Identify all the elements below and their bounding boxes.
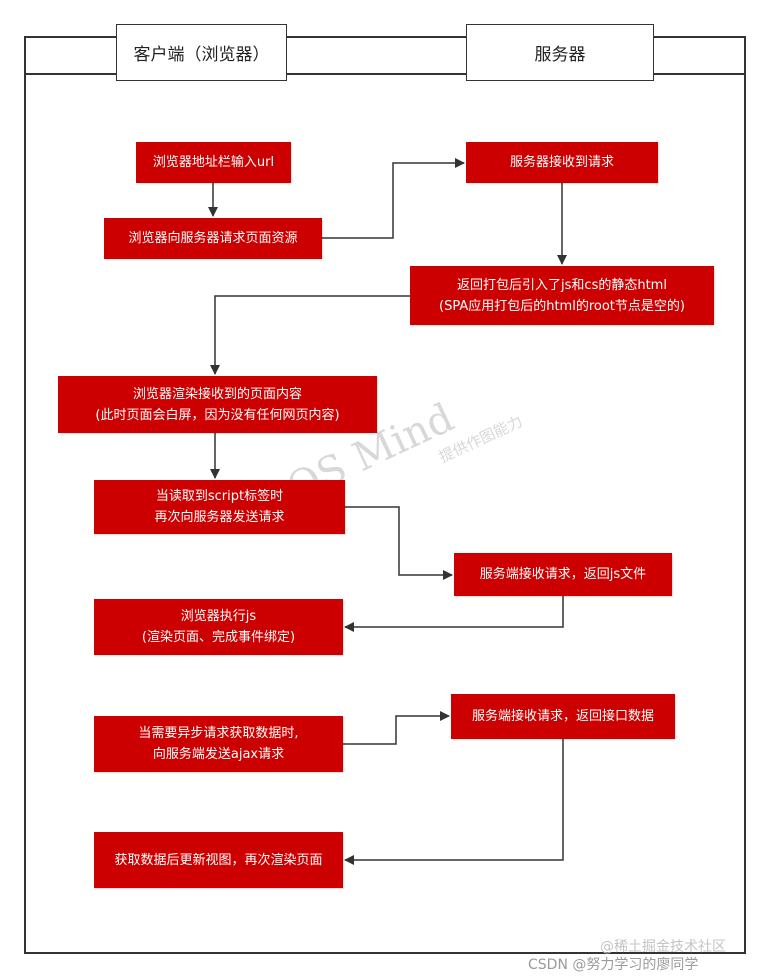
node-update-view-rerender-line1: 获取数据后更新视图，再次渲染页面: [114, 852, 323, 868]
node-render-received-content-line2: (此时页面会白屏，因为没有任何网页内容): [95, 407, 340, 423]
node-read-script-tag: 当读取到script标签时 再次向服务器发送请求: [94, 480, 345, 534]
node-server-return-api-data-line1: 服务端接收请求，返回接口数据: [471, 709, 654, 724]
arrow-n10-n11: [344, 739, 564, 865]
node-server-receive-request-line1: 服务器接收到请求: [509, 155, 614, 170]
node-server-receive-request: 服务器接收到请求: [466, 142, 658, 183]
arrow-n7-n8: [344, 596, 564, 632]
node-read-script-tag-line1: 当读取到script标签时: [155, 489, 284, 504]
node-update-view-rerender: 获取数据后更新视图，再次渲染页面: [94, 832, 343, 888]
node-enter-url: 浏览器地址栏输入url: [136, 142, 291, 183]
arrow-n9-n10: [343, 711, 450, 745]
swimlane-header-divider: [24, 73, 746, 75]
lane-header-server: 服务器: [466, 24, 654, 81]
arrow-n4-n5: [210, 295, 410, 375]
node-server-return-api-data: 服务端接收请求，返回接口数据: [451, 694, 675, 739]
node-async-ajax-request: 当需要异步请求获取数据时, 向服务端发送ajax请求: [94, 716, 343, 772]
arrow-n2-n3: [322, 158, 465, 239]
node-request-page-resources-line1: 浏览器向服务器请求页面资源: [128, 231, 298, 246]
node-return-static-html: 返回打包后引入了js和cs的静态html (SPA应用打包后的html的root…: [410, 266, 714, 325]
node-return-static-html-line2: (SPA应用打包后的html的root节点是空的): [439, 298, 685, 314]
node-render-received-content-line1: 浏览器渲染接收到的页面内容: [132, 386, 302, 402]
swimlane-frame: [24, 36, 746, 954]
node-async-ajax-request-line1: 当需要异步请求获取数据时,: [138, 726, 299, 741]
node-return-static-html-line1: 返回打包后引入了js和cs的静态html: [457, 277, 667, 293]
node-browser-execute-js: 浏览器执行js (渲染页面、完成事件绑定): [94, 599, 343, 655]
node-browser-execute-js-line2: (渲染页面、完成事件绑定): [141, 630, 296, 645]
credit-juejin: @稀土掘金技术社区: [600, 939, 726, 955]
lane-header-client: 客户端（浏览器）: [116, 24, 287, 81]
arrow-n6-n7: [345, 506, 453, 580]
node-async-ajax-request-line2: 向服务端发送ajax请求: [152, 747, 285, 762]
node-read-script-tag-line2: 再次向服务器发送请求: [154, 510, 285, 525]
node-enter-url-line1: 浏览器地址栏输入url: [152, 155, 275, 170]
node-render-received-content: 浏览器渲染接收到的页面内容 (此时页面会白屏，因为没有任何网页内容): [58, 376, 377, 433]
node-server-return-js-line1: 服务端接收请求，返回js文件: [479, 567, 647, 582]
node-browser-execute-js-line1: 浏览器执行js: [180, 609, 257, 624]
lane-header-server-label: 服务器: [534, 45, 586, 65]
node-server-return-js: 服务端接收请求，返回js文件: [454, 553, 672, 596]
lane-header-client-label: 客户端（浏览器）: [133, 45, 270, 65]
node-request-page-resources: 浏览器向服务器请求页面资源: [104, 218, 322, 259]
credit-csdn: CSDN @努力学习的廖同学: [528, 957, 699, 973]
